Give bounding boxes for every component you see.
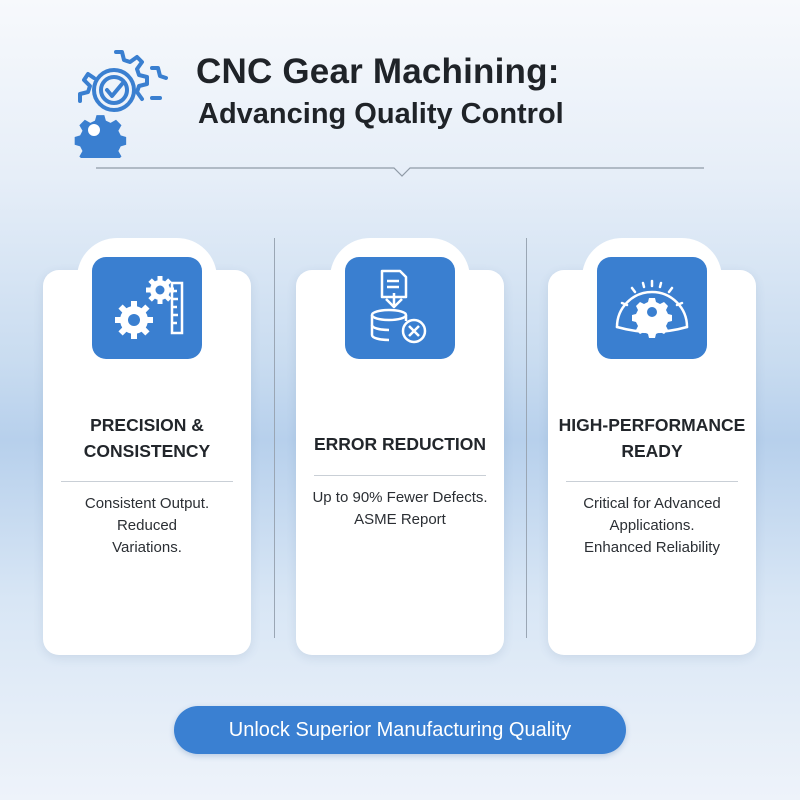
card-divider xyxy=(566,481,738,482)
card-description-line: Consistent Output. xyxy=(84,495,210,512)
header: CNC Gear Machining: Advancing Quality Co… xyxy=(0,0,800,190)
column-divider xyxy=(526,238,527,638)
column-divider xyxy=(274,238,275,638)
unlock-quality-button[interactable]: Unlock Superior Manufacturing Quality xyxy=(174,706,626,754)
gear-check-logo-icon xyxy=(74,50,168,158)
card-description: Critical for Advanced Applications. Enha… xyxy=(548,493,756,559)
card-divider xyxy=(314,475,486,476)
database-error-icon xyxy=(345,257,455,359)
gauge-gear-icon xyxy=(597,257,707,359)
card-description-line: Up to 90% Fewer Defects. xyxy=(312,489,488,506)
card-description-line: Critical for Advanced xyxy=(583,495,721,512)
card-title: HIGH-PERFORMANCE READY xyxy=(548,412,756,464)
card-title-line: PRECISION & xyxy=(90,415,204,435)
card-title-line: CONSISTENCY xyxy=(83,441,211,461)
gears-ruler-icon xyxy=(92,257,202,359)
header-divider xyxy=(96,167,704,177)
card-description-line: Applications. xyxy=(609,517,695,534)
card-description-line: ASME Report xyxy=(354,511,446,528)
cta-label: Unlock Superior Manufacturing Quality xyxy=(228,718,572,741)
card-divider xyxy=(61,481,233,482)
page-title: CNC Gear Machining: xyxy=(196,52,560,91)
card-description-line: Variations. xyxy=(112,539,182,556)
card-title-line: ERROR REDUCTION xyxy=(313,434,487,454)
card-description: Up to 90% Fewer Defects. ASME Report xyxy=(296,487,504,531)
card-title: PRECISION & CONSISTENCY xyxy=(43,412,251,464)
page-subtitle: Advancing Quality Control xyxy=(198,98,564,130)
card-description-line: Enhanced Reliability xyxy=(584,539,720,556)
card-title-line: HIGH-PERFORMANCE xyxy=(558,415,746,435)
card-description-line: Reduced xyxy=(116,517,178,534)
card-title: ERROR REDUCTION xyxy=(296,431,504,457)
card-title-line: READY xyxy=(621,441,683,461)
card-description: Consistent Output. Reduced Variations. xyxy=(43,493,251,559)
